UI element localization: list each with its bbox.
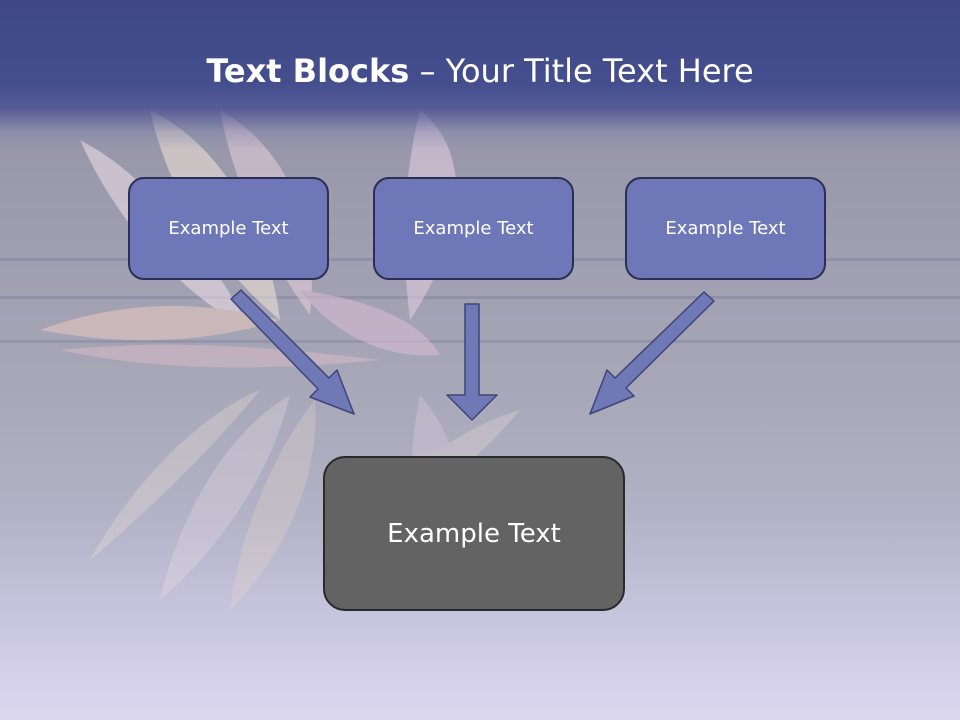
text-block-right[interactable]: Example Text [625,177,826,280]
lotus-petal [40,306,280,341]
text-block-label: Example Text [168,218,289,239]
result-text-label: Example Text [387,518,561,549]
text-block-label: Example Text [413,218,534,239]
lotus-reflection-petal [230,400,316,610]
text-block-left[interactable]: Example Text [128,177,329,280]
title-header: Text Blocks – Your Title Text Here [0,0,960,150]
arrow-center-down [446,303,498,421]
text-block-label: Example Text [665,218,786,239]
slide-title-rest: Your Title Text Here [445,52,754,90]
text-block-center[interactable]: Example Text [373,177,574,280]
lotus-reflection-petal [160,395,290,600]
slide-title-dash: – [409,52,446,90]
water-ripple [0,296,960,299]
arrow-left-down-right [230,289,355,415]
lotus-reflection-petal [90,390,260,560]
water-ripple [0,340,960,343]
result-text-block[interactable]: Example Text [323,456,625,611]
slide-title: Text Blocks – Your Title Text Here [0,52,960,90]
arrow-right-down-left [589,291,715,415]
lotus-petal [300,290,440,356]
slide-title-bold: Text Blocks [206,52,410,90]
